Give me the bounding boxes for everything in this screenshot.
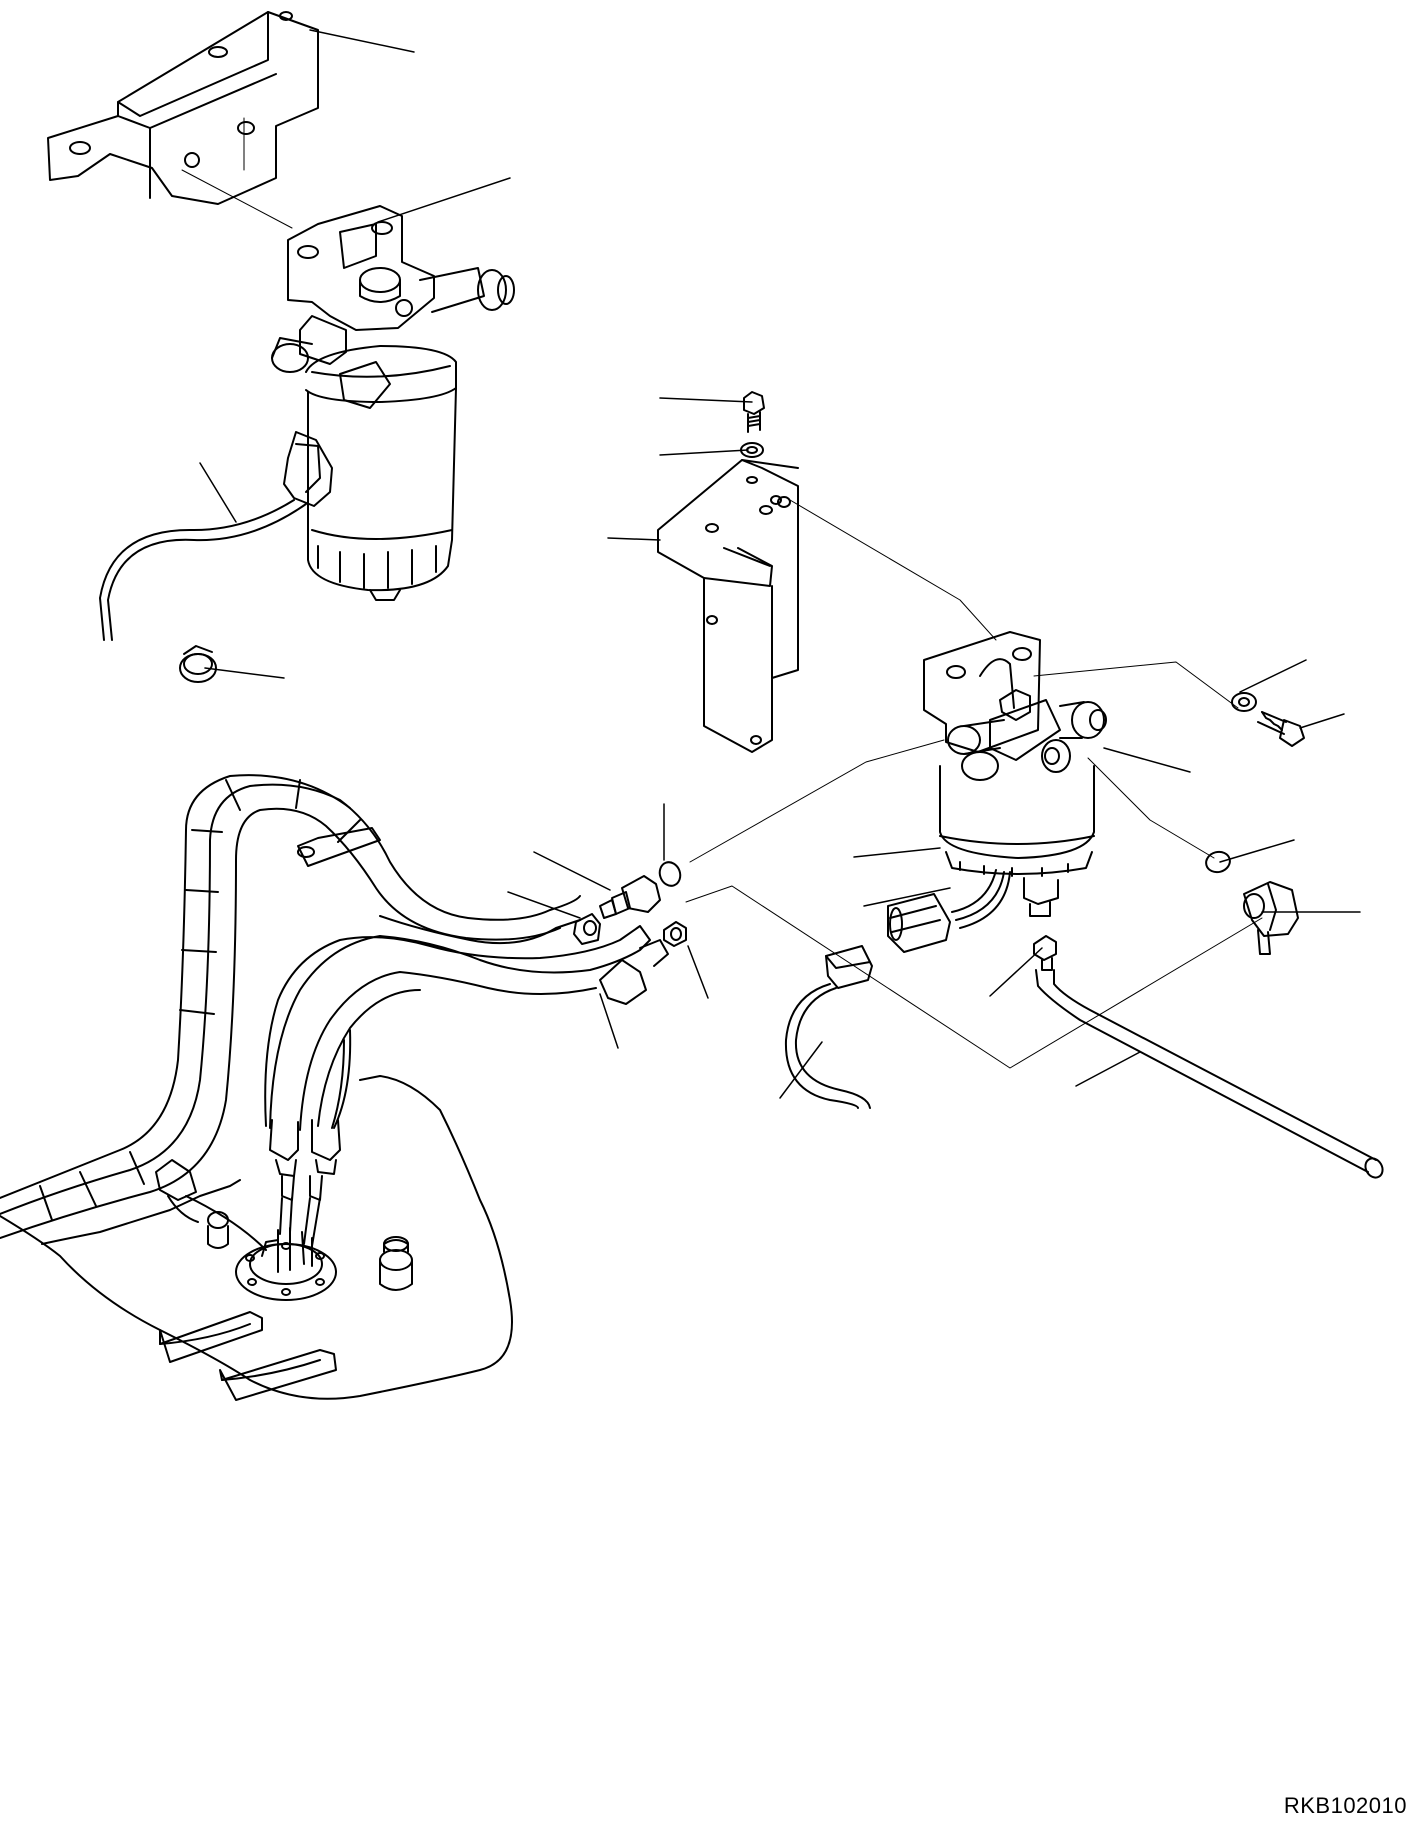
drain-plug xyxy=(1034,936,1056,970)
sensor-wire-upper xyxy=(100,432,332,640)
drawing-code-label: RKB102010 xyxy=(1283,1793,1407,1818)
lock-washer xyxy=(741,443,763,457)
hose-clamp xyxy=(180,646,216,682)
fitting-left xyxy=(600,876,660,918)
elbow-fitting-right xyxy=(1244,882,1298,954)
o-ring-left xyxy=(656,859,683,888)
small-clamp-right xyxy=(664,922,686,946)
mount-bolt xyxy=(744,392,764,432)
fuel-filter-lower xyxy=(924,632,1106,928)
o-ring-right xyxy=(1204,849,1232,875)
fuel-filter-head-upper xyxy=(272,206,514,408)
small-clamp-left xyxy=(574,914,600,944)
fuel-filter-bowl-upper xyxy=(306,346,456,600)
bolt-right xyxy=(1258,712,1304,746)
angle-bracket xyxy=(658,460,798,752)
lower-filter-connector xyxy=(888,894,950,952)
assembly-lines xyxy=(182,170,1262,1068)
fuel-hoses xyxy=(0,775,668,1238)
leader-lines xyxy=(200,30,1360,1098)
connector-wire xyxy=(786,946,872,1108)
drain-tube xyxy=(1036,970,1386,1181)
fuel-tank xyxy=(0,1076,512,1400)
washer-right xyxy=(1232,693,1256,711)
upper-bracket-plate xyxy=(48,12,318,204)
